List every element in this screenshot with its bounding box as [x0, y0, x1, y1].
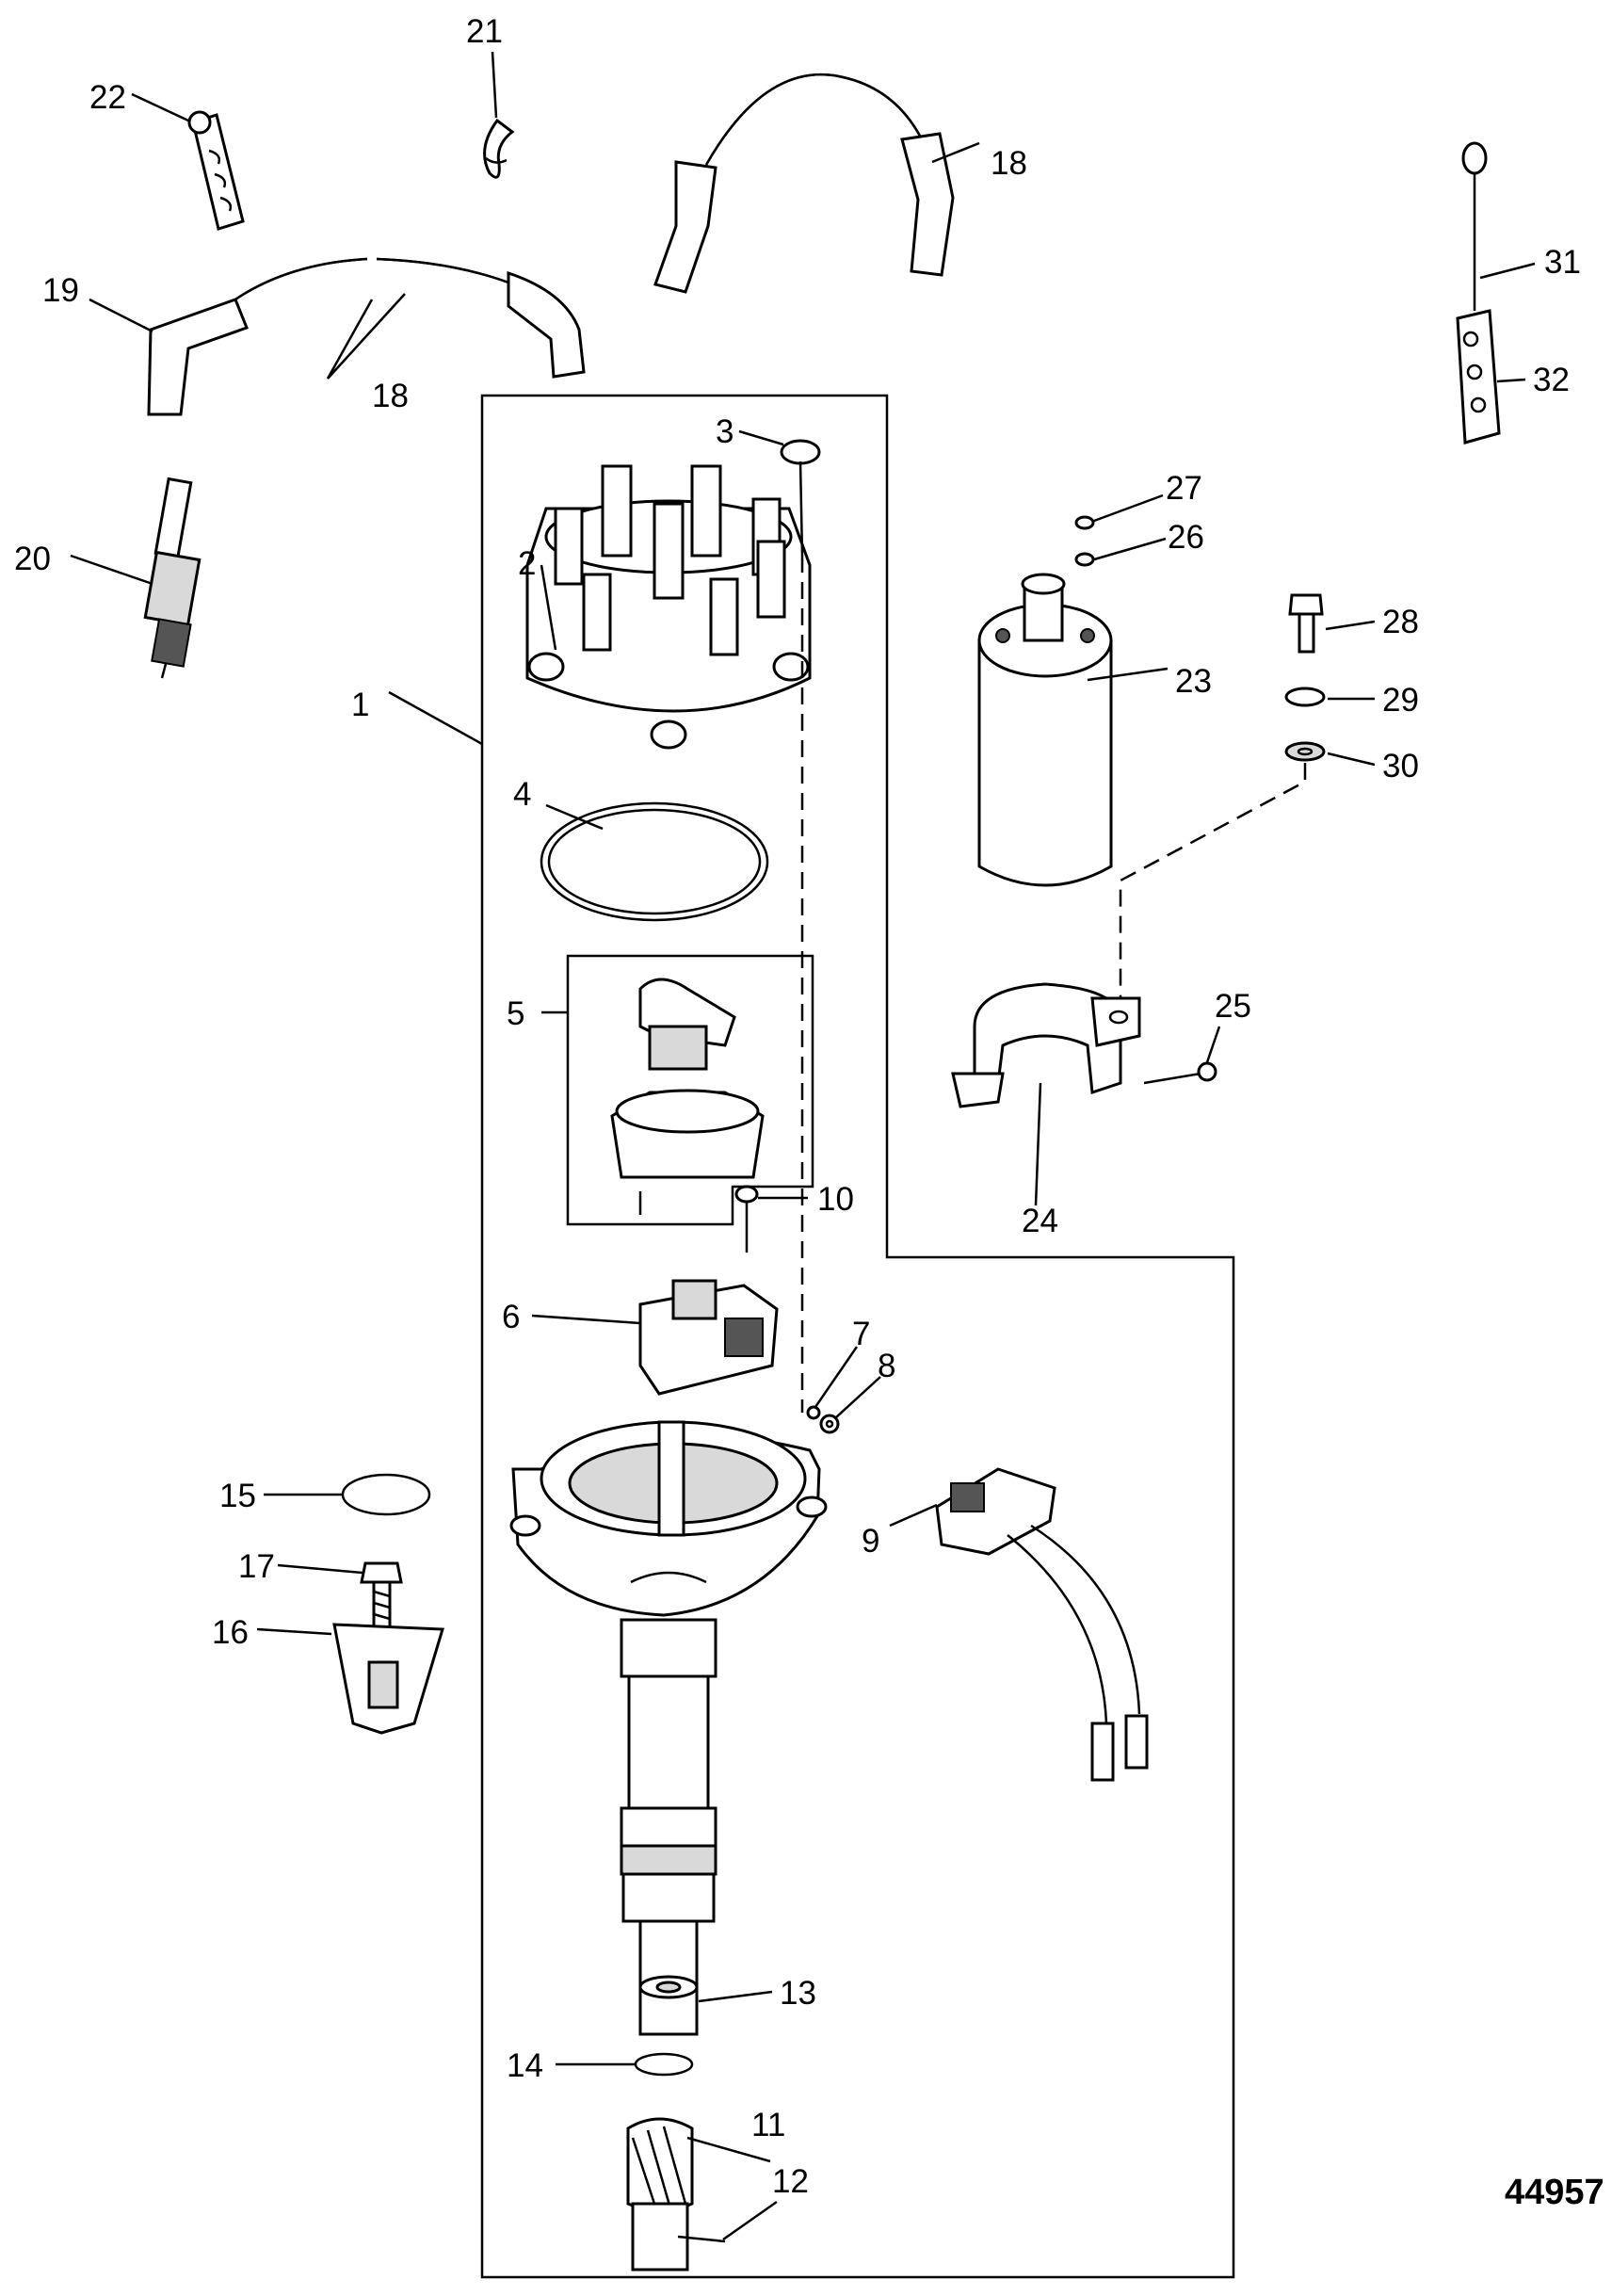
callout-8: 8 [878, 1348, 895, 1384]
leader-lines [70, 51, 1536, 2241]
callout-14: 14 [507, 2047, 543, 2084]
wire-separator-clip-part [187, 110, 245, 231]
coil-bolt-and-washers-part [1284, 593, 1326, 762]
spark-plug-part [143, 477, 202, 679]
ignition-coil-part [977, 573, 1113, 887]
callout-11: 11 [751, 2107, 785, 2143]
callout-13: 13 [780, 1975, 816, 2012]
callout-9: 9 [862, 1523, 879, 1560]
hold-down-clamp-part [332, 1623, 444, 1735]
distributor-cap-part [525, 464, 812, 750]
roll-pin-part [677, 2235, 726, 2243]
callout-2: 2 [518, 545, 536, 582]
callout-27: 27 [1166, 470, 1202, 507]
callout-21: 21 [466, 13, 503, 50]
bracket-stud-part [1461, 141, 1488, 311]
rotor-kit-part [566, 954, 814, 1226]
callout-22: 22 [89, 79, 126, 116]
callout-18-bottom: 18 [372, 378, 409, 414]
callout-3: 3 [716, 413, 733, 450]
mounting-bracket-part [1456, 309, 1501, 445]
figure-number: 44957 [1505, 2173, 1604, 2212]
callout-15: 15 [219, 1478, 256, 1514]
drive-gear-part [626, 2117, 694, 2272]
callout-19: 19 [42, 272, 79, 309]
callout-29: 29 [1382, 682, 1419, 719]
spark-plug-lead-bottom-part [147, 257, 586, 416]
thrust-washer-part [634, 2052, 694, 2077]
coil-mount-bracket-part [951, 982, 1141, 1108]
callout-17: 17 [238, 1548, 275, 1585]
callout-32: 32 [1533, 362, 1570, 398]
wire-clip-part [483, 118, 515, 179]
clamp-washer-part [341, 1473, 431, 1516]
callout-30: 30 [1382, 748, 1419, 784]
ignition-module-part [638, 1279, 779, 1396]
pickup-screw-part [734, 1185, 759, 1253]
callout-5: 5 [507, 995, 524, 1032]
washer-and-nut-part [806, 1405, 840, 1434]
callout-25: 25 [1215, 988, 1251, 1025]
callout-18-top: 18 [991, 145, 1027, 182]
callout-26: 26 [1168, 519, 1204, 556]
callout-28: 28 [1382, 604, 1419, 640]
callout-4: 4 [513, 776, 531, 813]
bracket-screw-part [1143, 1061, 1217, 1085]
assembly-boundary [480, 394, 1235, 2279]
callout-10: 10 [817, 1181, 854, 1218]
distributor-housing-part [509, 1420, 828, 1989]
callout-7: 7 [852, 1316, 870, 1352]
pickup-coil-part [935, 1467, 1149, 1782]
alignment-line-coil [1119, 763, 1307, 998]
callout-24: 24 [1022, 1203, 1058, 1239]
callout-1: 1 [351, 687, 369, 723]
cap-gasket-part [540, 801, 769, 922]
callout-20: 20 [14, 541, 51, 577]
callout-labels: 1 2 3 4 5 6 7 8 9 10 11 12 13 14 15 16 1… [14, 13, 1604, 2212]
spark-plug-lead-top-part [653, 73, 955, 294]
shaft-collar-part [638, 1975, 699, 2036]
hold-down-bolt-part [360, 1561, 403, 1631]
cap-screw-part [780, 439, 821, 557]
callout-31: 31 [1544, 244, 1581, 281]
callout-12: 12 [772, 2163, 809, 2200]
coil-nuts-part [1074, 515, 1095, 567]
callout-23: 23 [1175, 663, 1212, 700]
callout-6: 6 [502, 1299, 520, 1335]
callout-16: 16 [212, 1614, 249, 1651]
